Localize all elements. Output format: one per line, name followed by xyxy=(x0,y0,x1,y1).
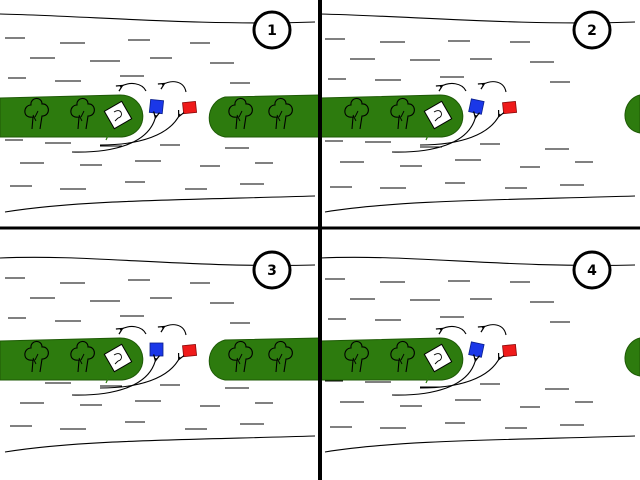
panel-4: 4 xyxy=(319,250,640,453)
tree-icon xyxy=(24,340,49,373)
island-main xyxy=(0,94,144,138)
tree-icon xyxy=(268,340,293,373)
panel-number: 1 xyxy=(267,23,277,39)
panel-number-circle xyxy=(572,10,612,50)
tree-icon xyxy=(228,340,253,373)
blue-flag-icon xyxy=(468,341,485,358)
sign-icon xyxy=(423,343,453,384)
curved-arrow-icon xyxy=(120,82,147,91)
panel-1: 1 xyxy=(0,10,321,213)
tree-icon xyxy=(344,340,369,373)
island-main xyxy=(319,337,464,381)
curved-arrow-icon xyxy=(162,81,187,93)
panel-number-circle xyxy=(252,10,292,50)
red-flag-icon xyxy=(502,343,518,358)
red-flag-icon xyxy=(182,343,198,358)
river-bank-bottom xyxy=(4,195,316,213)
island-far xyxy=(208,94,321,138)
curved-arrow-icon xyxy=(482,81,507,93)
curved-arrow-icon xyxy=(440,325,467,334)
curved-arrow-icon xyxy=(162,324,187,336)
curved-arrow-icon xyxy=(391,115,476,153)
tree-icon xyxy=(268,97,293,130)
island-far-edge xyxy=(624,337,640,377)
island-main xyxy=(0,337,144,381)
curved-arrow-icon xyxy=(419,114,500,146)
tree-icon xyxy=(390,340,415,373)
panel-number: 4 xyxy=(587,263,597,279)
river-bank-bottom xyxy=(324,195,636,213)
curved-arrow-icon xyxy=(482,324,507,336)
river-bank-bottom xyxy=(324,435,636,453)
curved-arrow-icon xyxy=(419,357,500,389)
red-flag-icon xyxy=(182,100,198,115)
curved-arrow-icon xyxy=(99,357,180,389)
curved-arrow-icon xyxy=(71,358,156,396)
panel-number-circle xyxy=(252,250,292,290)
island-main xyxy=(319,94,464,138)
panel-number: 2 xyxy=(587,23,597,39)
blue-flag-icon xyxy=(468,98,485,115)
panel-number: 3 xyxy=(267,263,277,279)
curved-arrow-icon xyxy=(120,325,147,334)
sign-icon xyxy=(423,100,453,141)
curved-arrow-icon xyxy=(391,358,476,396)
tree-icon xyxy=(390,97,415,130)
curved-arrow-icon xyxy=(99,114,180,146)
tree-icon xyxy=(70,340,95,373)
curved-arrow-icon xyxy=(71,115,156,153)
panel-2: 2 xyxy=(319,10,640,213)
panel-number-circle xyxy=(572,250,612,290)
river-bank-bottom xyxy=(4,435,316,453)
island-far xyxy=(208,337,321,381)
blue-flag-icon xyxy=(148,98,165,115)
tree-icon xyxy=(24,97,49,130)
blue-flag-icon xyxy=(149,342,164,357)
tree-icon xyxy=(344,97,369,130)
curved-arrow-icon xyxy=(440,82,467,91)
tree-icon xyxy=(228,97,253,130)
sign-icon xyxy=(103,343,133,384)
island-far-edge xyxy=(624,94,640,134)
tree-icon xyxy=(70,97,95,130)
red-flag-icon xyxy=(502,100,518,115)
panel-3: 3 xyxy=(0,250,321,453)
sign-icon xyxy=(103,100,133,141)
